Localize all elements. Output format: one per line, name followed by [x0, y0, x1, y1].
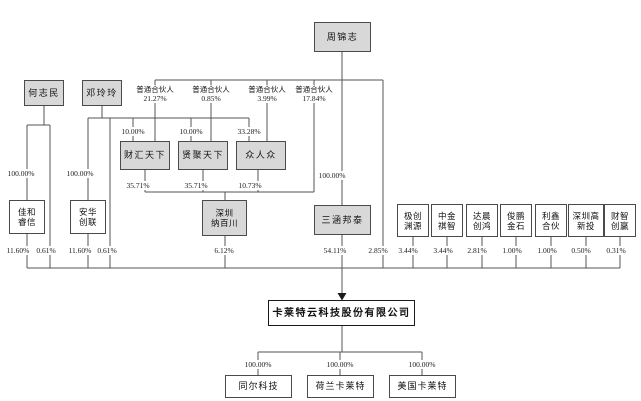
- label-caihui-nabaichuan: 35.71%: [125, 181, 151, 190]
- node-caihui-tianxia: 财汇天下: [120, 141, 170, 170]
- node-xianju-tianxia: 贤聚天下: [178, 141, 228, 170]
- label-dachen-co: 2.81%: [466, 246, 488, 255]
- node-jichuang-yuanyuan: 极创 渊源: [397, 204, 429, 237]
- label-zhongjin-co: 3.44%: [432, 246, 454, 255]
- label-jiahe-co: 11.60%: [5, 246, 31, 255]
- label-lixin-co: 1.00%: [536, 246, 558, 255]
- node-junpeng-jinshi: 俊鹏 金石: [500, 204, 532, 237]
- node-sanhan-bangtai: 三涵邦泰: [314, 205, 371, 235]
- label-caizhi-co: 0.31%: [605, 246, 627, 255]
- label-co-meiguo: 100.00%: [407, 360, 437, 369]
- label-stake-xianju: 10.00%: [178, 127, 204, 136]
- label-he-jiahe: 100.00%: [6, 169, 36, 178]
- label-zhongren-nabaichuan: 10.73%: [237, 181, 263, 190]
- node-shenzhen-gaoxintou: 深圳高 新投: [568, 204, 604, 237]
- node-jiahe-ruixin: 佳和 睿信: [9, 200, 45, 234]
- label-co-tonger: 100.00%: [243, 360, 273, 369]
- label-jichuang-co: 3.44%: [397, 246, 419, 255]
- label-sanhan-co: 54.11%: [322, 246, 348, 255]
- label-junpeng-co: 1.00%: [501, 246, 523, 255]
- node-deng-lingling: 邓玲玲: [82, 80, 122, 106]
- node-main-company: 卡莱特云科技股份有限公司: [268, 300, 415, 326]
- node-helan-kalaite: 荷兰卡莱特: [307, 375, 374, 398]
- label-gaoxin-co: 0.50%: [570, 246, 592, 255]
- label-stake-caihui: 10.00%: [120, 127, 146, 136]
- arrow-head-icon: [337, 293, 347, 301]
- label-anhua-co: 11.60%: [67, 246, 93, 255]
- label-gp-caihui: 普通合伙人 21.27%: [135, 85, 175, 103]
- label-stake-zhongren: 33.28%: [236, 127, 262, 136]
- node-caizhi-chuangying: 财智 创赢: [604, 204, 636, 237]
- node-shenzhen-nabaichuan: 深圳 纳百川: [202, 200, 247, 236]
- label-gp-xianju: 普通合伙人 0.85%: [191, 85, 231, 103]
- label-he-co: 0.61%: [35, 246, 57, 255]
- label-nabaichuan-co: 6.12%: [213, 246, 235, 255]
- label-gp-nabaichuan: 普通合伙人 17.84%: [294, 85, 334, 103]
- node-anhua-chuanglian: 安华 创联: [70, 200, 106, 234]
- label-deng-co: 0.61%: [96, 246, 118, 255]
- label-zhou-co: 2.85%: [367, 246, 389, 255]
- node-tonger-keji: 同尔科技: [225, 375, 292, 398]
- node-lixin-hehuo: 利鑫 合伙: [535, 204, 567, 237]
- label-deng-anhua: 100.00%: [65, 169, 95, 178]
- node-he-zhimin: 何志民: [24, 80, 64, 106]
- label-co-helan: 100.00%: [325, 360, 355, 369]
- label-zhou-sanhan: 100.00%: [317, 171, 347, 180]
- node-zhongrenzhong: 众人众: [236, 141, 286, 170]
- label-xianju-nabaichuan: 35.71%: [183, 181, 209, 190]
- node-zhongjin-qizhi: 中金 祺智: [431, 204, 463, 237]
- node-meiguo-kalaite: 美国卡莱特: [389, 375, 456, 398]
- label-gp-zhongren: 普通合伙人 3.99%: [247, 85, 287, 103]
- node-zhou-jinzhi: 周锦志: [314, 22, 371, 52]
- node-dachen-chuanghong: 达晨 创鸿: [466, 204, 498, 237]
